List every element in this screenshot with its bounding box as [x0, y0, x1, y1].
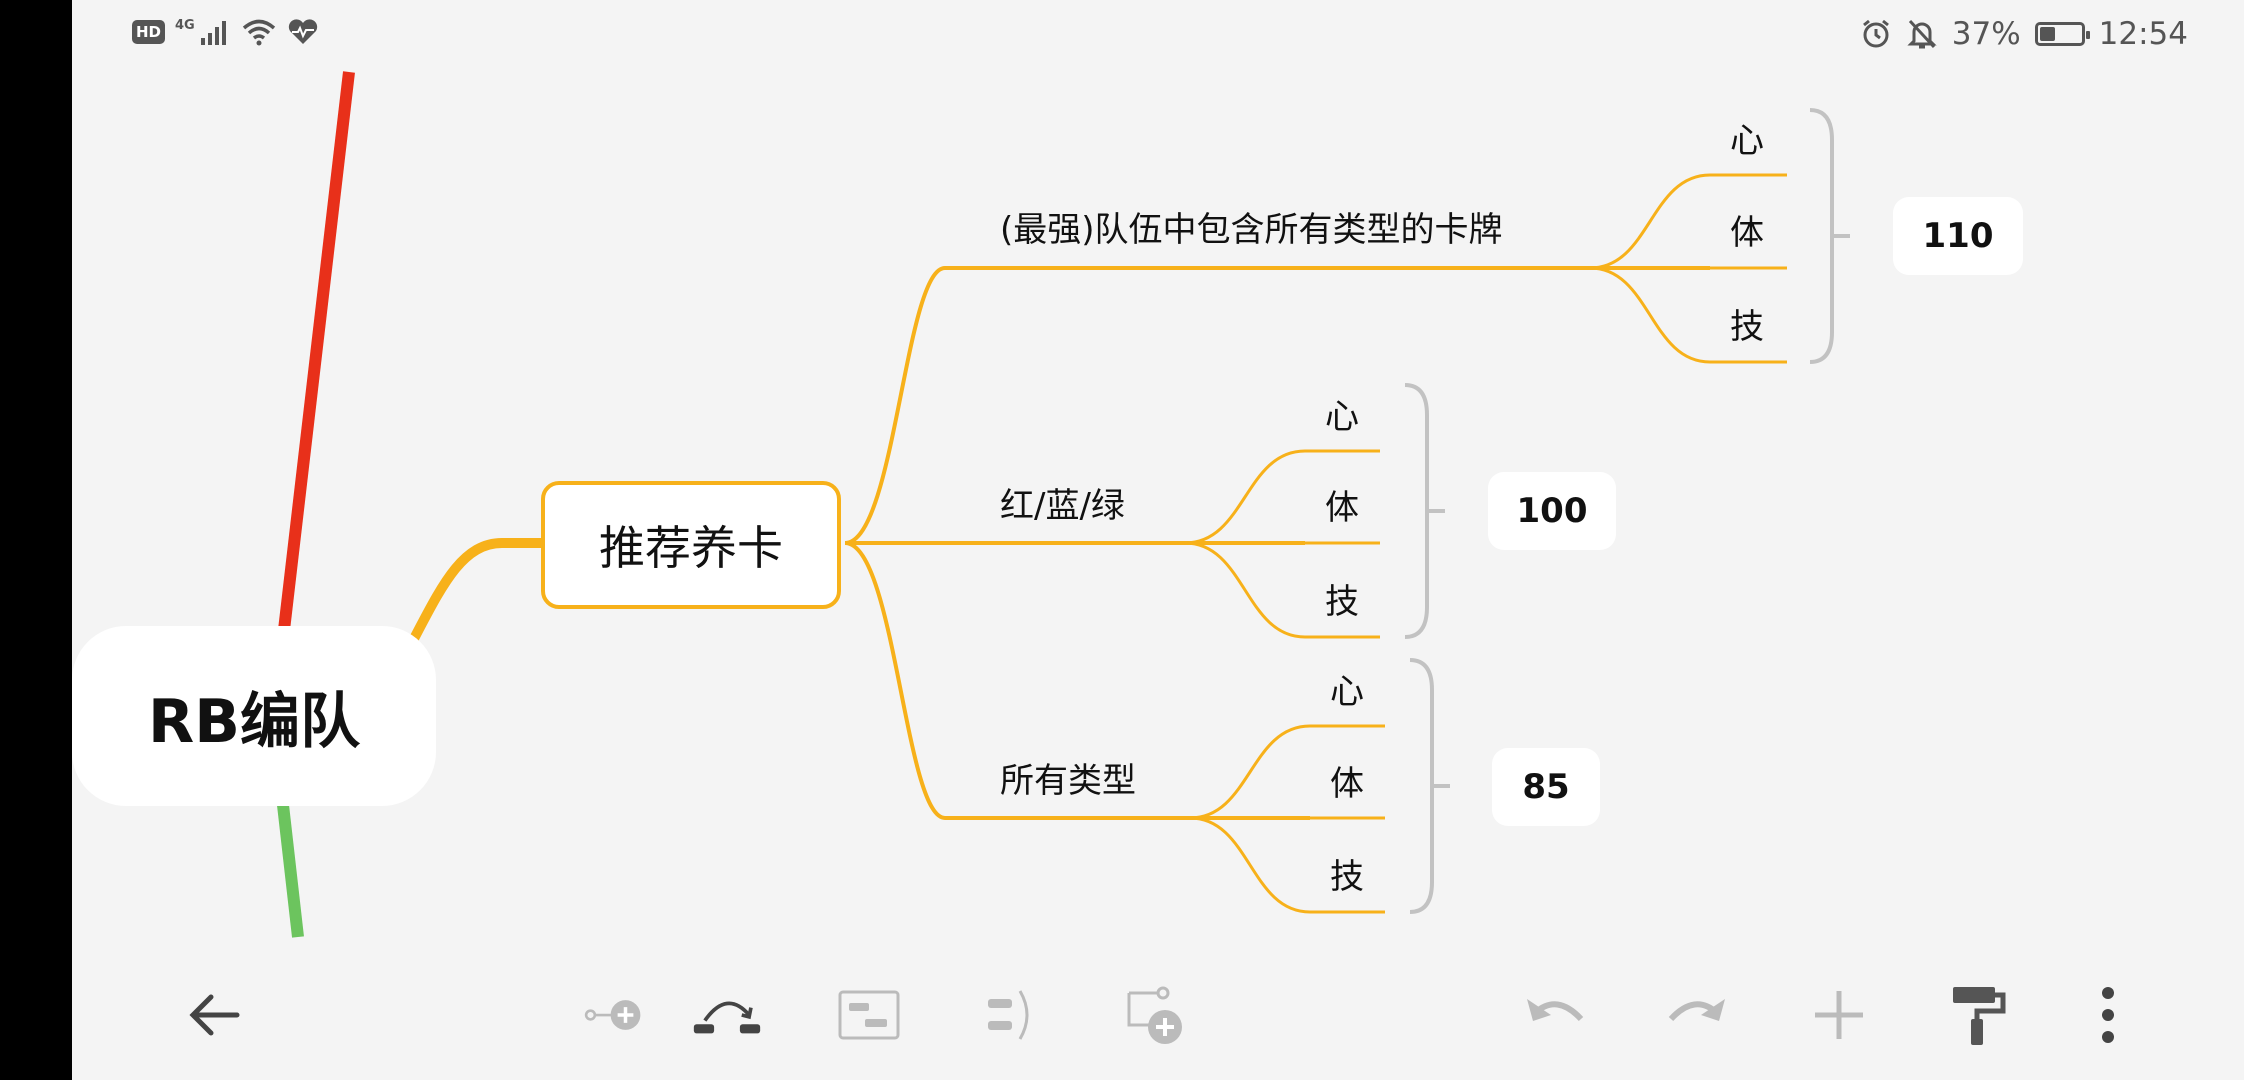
undo-button[interactable]: [1520, 980, 1590, 1050]
leaf-body-1[interactable]: 体: [1730, 213, 1764, 253]
leaf-skill-1[interactable]: 技: [1730, 307, 1764, 347]
summary-box-icon: [838, 990, 900, 1040]
summary-box-button[interactable]: [834, 980, 904, 1050]
leaf-connector-1-3: [1589, 266, 1787, 364]
leaf-heart-3[interactable]: 心: [1330, 672, 1364, 712]
root-topic[interactable]: RB编队: [72, 626, 436, 806]
leaf-body-3[interactable]: 体: [1330, 764, 1364, 804]
branch-label-rgb[interactable]: 红/蓝/绿: [1000, 486, 1125, 526]
back-button[interactable]: [180, 980, 250, 1050]
battery-percent: 37%: [1951, 16, 2021, 52]
summary-bracket-2: [1404, 383, 1429, 639]
root-to-main-connector: [403, 538, 541, 653]
leaf-connector-1-1: [1589, 173, 1787, 270]
branch-label-all-types[interactable]: 所有类型: [1000, 761, 1136, 801]
network-type: 4G: [175, 18, 195, 33]
boundary-button[interactable]: [977, 980, 1047, 1050]
main-topic[interactable]: 推荐养卡: [541, 481, 841, 609]
add-icon: [1815, 991, 1863, 1039]
summary-bracket-3: [1409, 658, 1434, 914]
add-button[interactable]: [1804, 980, 1874, 1050]
more-button[interactable]: [2073, 980, 2143, 1050]
leaf-heart-1[interactable]: 心: [1730, 121, 1764, 161]
battery-icon: [2034, 22, 2090, 46]
summary-2[interactable]: 100: [1488, 472, 1616, 550]
muted-bell-icon: [1907, 19, 1937, 49]
insert-floating-topic-button[interactable]: [1120, 980, 1190, 1050]
branch-connector-3: [844, 541, 1310, 820]
bottom-toolbar: [72, 960, 2244, 1060]
summary-1[interactable]: 110: [1893, 197, 2023, 275]
branch-label-strongest[interactable]: (最强)队伍中包含所有类型的卡牌: [1000, 210, 1503, 250]
leaf-skill-2[interactable]: 技: [1325, 582, 1359, 622]
leaf-connector-2-3: [1184, 541, 1380, 639]
leaf-connector-3-1: [1189, 724, 1385, 820]
summary-3[interactable]: 85: [1492, 748, 1600, 826]
signal-icon: [200, 21, 226, 45]
hd-badge: HD: [132, 20, 166, 44]
alarm-icon: [1862, 19, 1889, 48]
wifi-icon: [242, 19, 275, 46]
relationship-button[interactable]: [692, 980, 762, 1050]
format-paint-button[interactable]: [1944, 980, 2014, 1050]
left-edge-bar: [0, 0, 72, 1080]
leaf-connector-2-1: [1184, 449, 1380, 545]
leaf-body-2[interactable]: 体: [1325, 488, 1359, 528]
undo-icon: [1527, 999, 1584, 1022]
green-connector-line: [277, 804, 304, 938]
add-subtopic-icon: [584, 1000, 641, 1030]
format-paint-icon: [1953, 987, 2006, 1045]
status-right: 37% 12:54: [1860, 16, 2188, 52]
add-subtopic-button[interactable]: [580, 980, 650, 1050]
redo-icon: [1668, 999, 1725, 1022]
health-heart-icon: [288, 19, 317, 44]
branch-connector-1: [844, 266, 1710, 545]
status-bar: HD 4G 37% 12:54: [72, 0, 2244, 72]
battery-fill: [2039, 27, 2055, 41]
relationship-icon: [693, 1001, 761, 1034]
status-left: HD 4G: [132, 18, 319, 46]
branch-lines: [844, 108, 1850, 914]
leaf-heart-2[interactable]: 心: [1325, 397, 1359, 437]
boundary-icon: [988, 990, 1029, 1040]
leaf-connector-3-3: [1189, 816, 1385, 914]
insert-floating-topic-icon: [1127, 986, 1182, 1044]
red-connector-line: [278, 71, 355, 631]
leaf-skill-3[interactable]: 技: [1330, 857, 1364, 897]
clock: 12:54: [2098, 16, 2188, 52]
more-icon: [2102, 987, 2114, 1043]
summary-bracket-1: [1809, 108, 1834, 364]
redo-button[interactable]: [1662, 980, 1732, 1050]
back-arrow-icon: [189, 994, 240, 1036]
